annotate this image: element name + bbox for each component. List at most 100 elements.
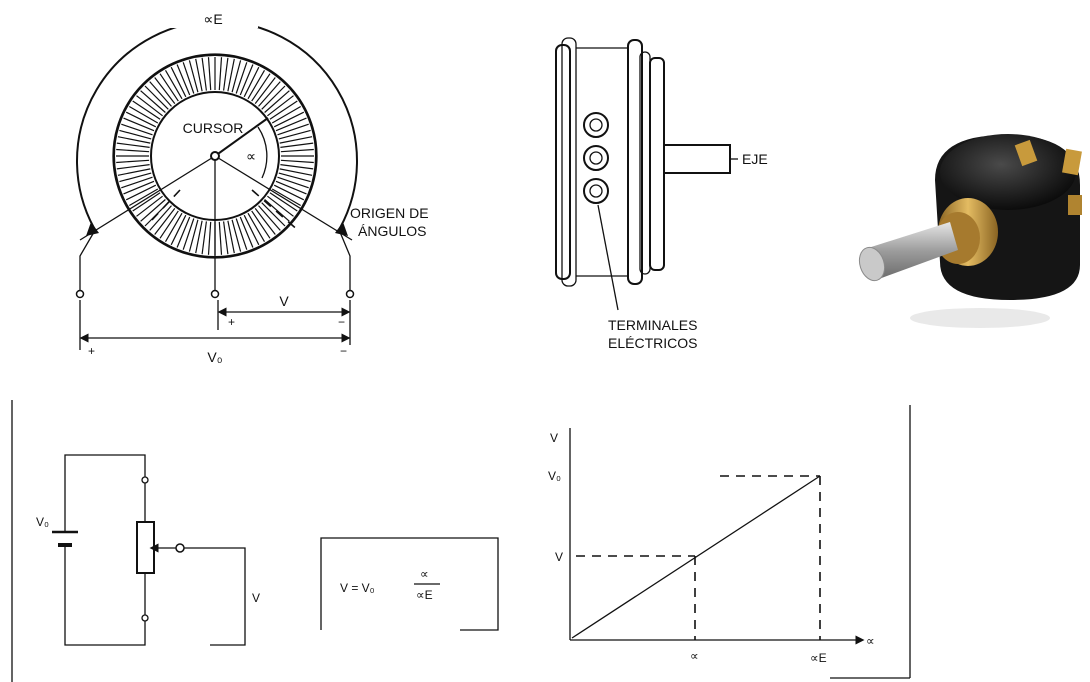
winding-turn (273, 184, 305, 201)
winding-turn (275, 180, 307, 195)
winding-turn (207, 221, 212, 255)
winding-turn (273, 111, 305, 128)
origin-line (214, 155, 353, 241)
circuit-output-label: V (252, 591, 260, 605)
shaft-tip (858, 246, 886, 282)
winding-turn (121, 176, 153, 189)
x-max-label: ∝E (810, 651, 827, 665)
winding-turn (159, 210, 179, 239)
front-flange (555, 44, 571, 280)
winding-turn (223, 221, 229, 255)
winding-turn (116, 159, 150, 164)
winding-turn (159, 73, 179, 102)
terminals-label-line2: ELÉCTRICOS (608, 335, 697, 351)
formula-numerator: ∝ (420, 567, 429, 581)
winding-turn (278, 172, 311, 183)
x-value-label: ∝ (690, 649, 699, 663)
winding-turn (258, 205, 281, 231)
terminal-right (345, 289, 355, 299)
potentiometer-front-view: ∝E CURSOR ∝ ORIGEN DE ÁNGULOS (75, 6, 429, 365)
formula-denominator: ∝E (416, 588, 433, 602)
winding-turn (123, 180, 155, 195)
wire-top (64, 454, 146, 520)
output-label: V (279, 293, 289, 309)
winding-turn (275, 117, 307, 132)
winding-turn (279, 168, 313, 176)
winding-hatch (116, 57, 314, 255)
formula-box: V = V₀ ∝ ∝E (320, 537, 499, 631)
terminal-left (75, 289, 85, 299)
x-axis-label: ∝ (866, 634, 875, 648)
wiper-terminal (175, 543, 185, 553)
arc-arrow-right (335, 222, 348, 236)
winding-turn (239, 64, 254, 96)
winding-turn (280, 142, 314, 148)
winding-turn (279, 136, 313, 144)
minus-sign-right: − (338, 315, 345, 329)
dashed-guide-left (149, 189, 181, 223)
winding-turn (188, 60, 199, 93)
winding-turn (267, 195, 294, 217)
terminal-2 (583, 145, 609, 171)
potentiometer-photo (858, 134, 1082, 328)
winding-turn (164, 69, 183, 100)
winding-turn (269, 192, 298, 212)
arc-angle-label: ∝E (203, 11, 222, 27)
winding-turn (280, 164, 314, 170)
origin-label-line1: ORIGEN DE (350, 205, 429, 221)
winding-turn (254, 77, 276, 104)
y-axis-label: V (550, 431, 558, 445)
winding-turn (154, 77, 176, 104)
winding-turn (116, 164, 150, 170)
winding-turn (235, 218, 248, 250)
winding-turn (128, 188, 159, 207)
y-value-label: V (555, 550, 563, 564)
winding-turn (201, 57, 207, 91)
winding-turn (170, 66, 187, 98)
winding-turn (116, 142, 150, 148)
winding-turn (207, 57, 212, 91)
winding-turn (140, 90, 166, 113)
winding-turn (264, 199, 290, 222)
winding-turn (154, 208, 176, 235)
terminal-3 (583, 178, 609, 204)
winding-turn (271, 105, 302, 124)
winding-turn (218, 221, 223, 255)
shaft-label: EJE (742, 151, 768, 167)
winding-turn (280, 148, 314, 153)
winding-turn (140, 199, 166, 222)
winding-turn (117, 136, 151, 144)
winding-turn (251, 73, 271, 102)
arc-arrow-left (86, 222, 99, 236)
winding-turn (218, 57, 223, 91)
winding-turn (164, 212, 183, 243)
solder-lug-2 (1062, 148, 1082, 176)
shaft-photo (868, 222, 958, 280)
knob-top (940, 134, 1076, 210)
supply-label: V₀ (207, 349, 222, 365)
resistor (136, 521, 155, 574)
winding-turn (188, 219, 199, 252)
pivot (210, 151, 220, 161)
solder-lug-3 (1068, 195, 1082, 215)
winding-turn (128, 105, 159, 124)
winding-turn (136, 95, 163, 117)
winding-turn (227, 58, 235, 92)
winding-turn (132, 192, 161, 212)
winding-turn (247, 69, 266, 100)
left-limit-line (79, 155, 216, 241)
winding-turn (278, 129, 311, 140)
rear-flange (627, 39, 643, 285)
transfer-line (571, 475, 821, 639)
circuit-diagram: V₀ V (11, 400, 260, 682)
plus-sign-left: + (88, 344, 95, 358)
winding-turn (176, 64, 191, 96)
winding-turn (117, 168, 151, 176)
winding-turn (116, 148, 150, 153)
transfer-graph: V V₀ V ∝ ∝E ∝ (548, 405, 911, 679)
terminal-1 (583, 112, 609, 138)
winding-turn (239, 216, 254, 248)
winding-turn (121, 123, 153, 136)
winding-turn (280, 159, 314, 164)
winding-turn (170, 214, 187, 246)
